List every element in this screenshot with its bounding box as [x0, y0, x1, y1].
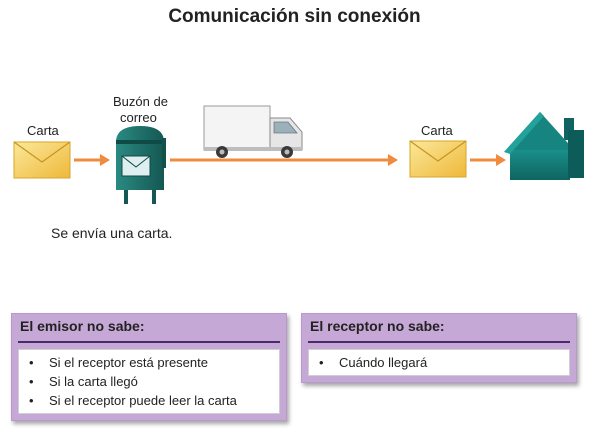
arrow-to-destination: [170, 154, 398, 166]
letter-right-label: Carta: [421, 123, 453, 138]
sender-panel-list: • Si el receptor está presente • Si la c…: [18, 349, 280, 414]
letter-left-label: Carta: [27, 123, 59, 138]
sender-panel-divider: [18, 341, 280, 343]
sender-panel-heading: El emisor no sabe:: [20, 318, 145, 334]
mailbox-label: Buzón de correo: [113, 94, 168, 126]
diagram-graphics: [13, 105, 584, 204]
envelope-left-icon: [13, 141, 71, 179]
diagram-title: Comunicación sin conexión: [168, 6, 421, 27]
house-icon: [504, 112, 584, 180]
receiver-panel-list: • Cuándo llegará: [308, 349, 570, 376]
receiver-panel-heading: El receptor no sabe:: [310, 318, 445, 334]
mailbox-label-line-2: correo: [120, 110, 157, 125]
truck-icon: [203, 105, 303, 158]
caption-text: Se envía una carta.: [51, 225, 173, 241]
sender-panel: El emisor no sabe: • Si el receptor está…: [11, 313, 287, 421]
arrow-to-mailbox: [74, 154, 110, 166]
mailbox-label-line-1: Buzón de: [113, 94, 168, 109]
receiver-panel: El receptor no sabe: • Cuándo llegará: [301, 313, 577, 383]
receiver-panel-divider: [308, 341, 570, 343]
arrow-to-house: [470, 154, 506, 166]
envelope-right-icon: [409, 140, 467, 178]
mailbox-icon: [116, 126, 166, 204]
